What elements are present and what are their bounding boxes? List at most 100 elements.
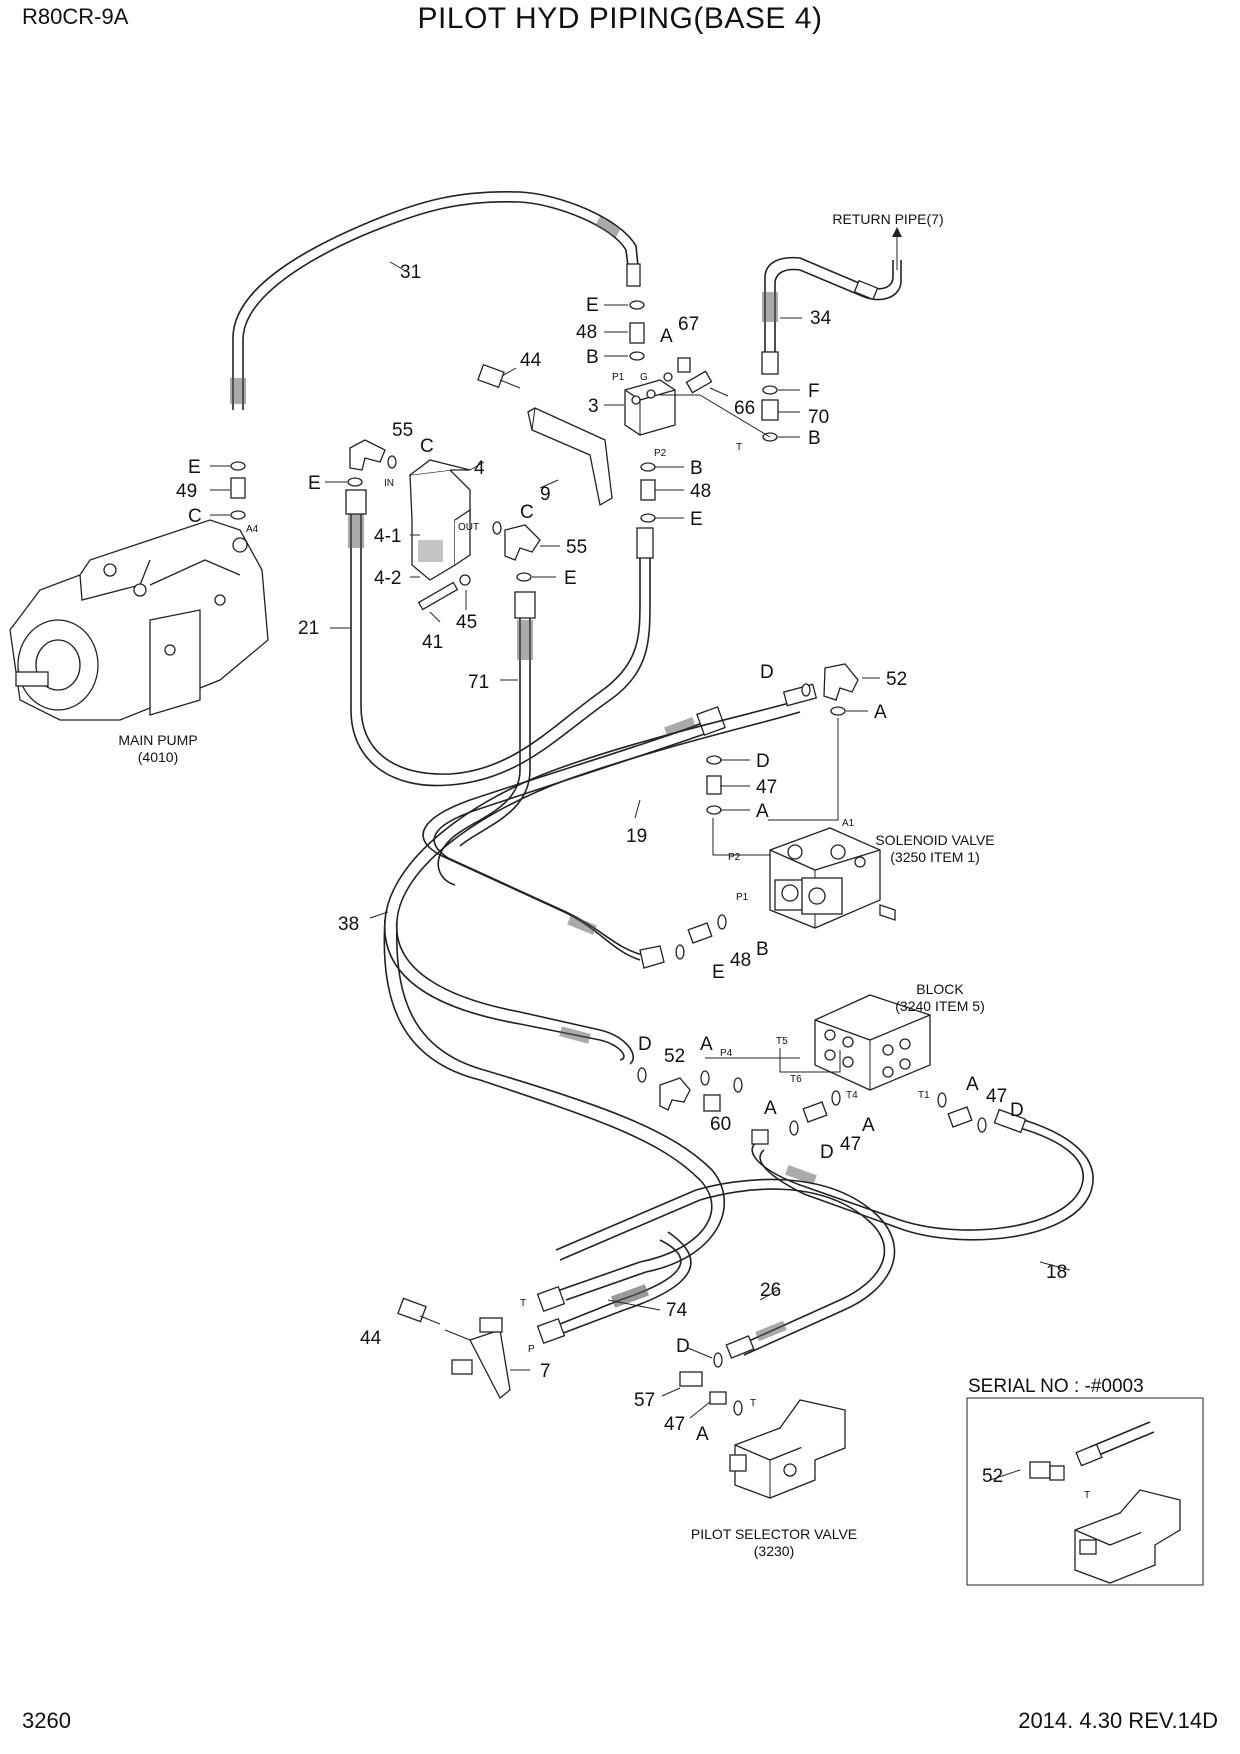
callout: D <box>638 1034 652 1055</box>
port-label: A4 <box>246 524 259 535</box>
solenoid-valve-code: (3250 ITEM 1) <box>890 849 979 865</box>
callout: 34 <box>810 308 832 329</box>
callout: 3 <box>588 396 599 417</box>
callout: 47 <box>664 1414 685 1435</box>
callout: E <box>308 473 321 494</box>
callout: A <box>696 1424 709 1445</box>
callout: 9 <box>540 484 551 505</box>
port-label: T <box>520 1298 526 1309</box>
callout: A <box>966 1074 979 1095</box>
callout: 44 <box>520 350 542 371</box>
port-label: T <box>1084 1490 1090 1501</box>
callout: A <box>874 702 887 723</box>
callout: 47 <box>756 777 777 798</box>
callout: 47 <box>840 1134 861 1155</box>
port-label: P1 <box>736 892 749 903</box>
callout: C <box>520 502 534 523</box>
callout: 52 <box>664 1046 685 1067</box>
callout: E <box>586 295 599 316</box>
callout: 19 <box>626 826 647 847</box>
pilot-selector-valve <box>729 1399 846 1499</box>
callout: E <box>690 509 703 530</box>
hose-34 <box>761 227 902 375</box>
solenoid-valve <box>769 827 896 929</box>
port-label: T4 <box>846 1090 858 1101</box>
callout: E <box>564 568 577 589</box>
callout: B <box>690 458 703 479</box>
callout: 67 <box>678 314 699 335</box>
model-number: R80CR-9A <box>22 4 129 29</box>
callout: F <box>808 381 820 402</box>
return-pipe-label: RETURN PIPE(7) <box>832 211 943 227</box>
callout: A <box>700 1034 713 1055</box>
main-pump <box>9 519 269 721</box>
port-label: P2 <box>728 852 741 863</box>
pilot-selector-valve-code: (3230) <box>754 1543 794 1559</box>
hose-71 <box>437 591 536 886</box>
callout: 49 <box>176 481 197 502</box>
callout: D <box>676 1336 690 1357</box>
fittings <box>230 300 987 1416</box>
callout: 45 <box>456 612 477 633</box>
callouts: 31 34 E 48 B A 67 44 3 66 F 70 B 55 C E … <box>176 262 1067 1487</box>
callout: A <box>862 1115 875 1136</box>
callout: 26 <box>760 1280 781 1301</box>
callout: 4-2 <box>374 568 401 589</box>
callout: 48 <box>730 950 751 971</box>
port-label: IN <box>384 478 394 489</box>
port-label: T <box>750 1398 756 1409</box>
callout: 41 <box>422 632 443 653</box>
callout: A <box>756 801 769 822</box>
hose-38 <box>383 683 818 1301</box>
hose-26 <box>555 1178 896 1359</box>
port-label: A1 <box>842 818 855 829</box>
callout: D <box>820 1142 834 1163</box>
callout: 71 <box>468 672 489 693</box>
callout: B <box>586 347 599 368</box>
port-label: P2 <box>654 448 667 459</box>
callout: E <box>712 962 725 983</box>
port-label: P <box>528 1344 535 1355</box>
hose-21 <box>345 489 654 787</box>
callout: 52 <box>886 669 907 690</box>
callout: 21 <box>298 618 319 639</box>
pilot-selector-valve-label: PILOT SELECTOR VALVE <box>691 1526 857 1542</box>
callout: 7 <box>540 1361 551 1382</box>
callout: 18 <box>1046 1262 1067 1283</box>
leader-lines <box>210 261 1071 1481</box>
callout: 74 <box>666 1300 688 1321</box>
callout: 4 <box>474 458 485 479</box>
callout: 52 <box>982 1466 1003 1487</box>
main-pump-code: (4010) <box>138 749 178 765</box>
callout: B <box>756 939 769 960</box>
page-number: 3260 <box>22 1708 71 1733</box>
port-label: T5 <box>776 1036 788 1047</box>
callout: B <box>808 428 821 449</box>
hose-74 <box>536 1231 692 1345</box>
solenoid-valve-label: SOLENOID VALVE <box>875 832 994 848</box>
callout: A <box>764 1098 777 1119</box>
callout: 31 <box>400 262 421 283</box>
hose-31 <box>230 190 641 410</box>
callout: D <box>760 662 774 683</box>
manifold-block <box>814 994 931 1091</box>
callout: 48 <box>690 481 711 502</box>
callout: 57 <box>634 1390 655 1411</box>
port-labels: A4 IN OUT P1 G P2 T A1 P2 P1 P4 T5 T6 T4… <box>246 372 1090 1501</box>
block-code: (3240 ITEM 5) <box>895 998 984 1014</box>
callout: C <box>188 506 202 527</box>
revision-date: 2014. 4.30 REV.14D <box>1018 1708 1218 1733</box>
callout: 55 <box>392 420 413 441</box>
hose-19 <box>422 706 726 969</box>
bracket-9 <box>527 407 613 507</box>
port-label: T6 <box>790 1074 802 1085</box>
callout: 66 <box>734 398 755 419</box>
block-label: BLOCK <box>916 981 964 997</box>
callout: 44 <box>360 1328 382 1349</box>
callout: C <box>420 436 434 457</box>
callout: 55 <box>566 537 587 558</box>
callout: D <box>756 751 770 772</box>
callout: 48 <box>576 322 597 343</box>
bracket-7 <box>451 1317 511 1400</box>
